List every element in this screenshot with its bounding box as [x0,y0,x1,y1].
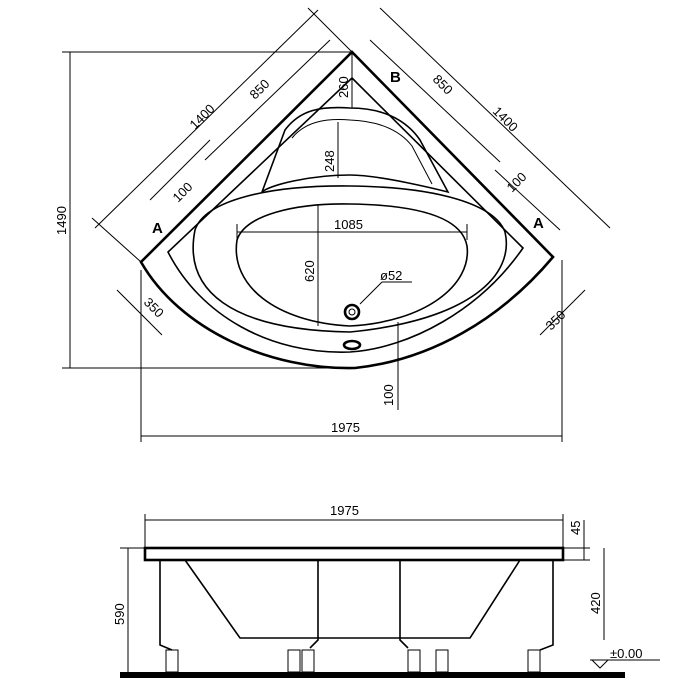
dim-right-850: 850 [430,72,456,98]
tub-leg-right-inner [399,560,409,649]
tub-rim [143,546,565,562]
dim-top-260: 260 [336,76,351,98]
tub-body [184,559,521,639]
dim-left-850: 850 [247,76,273,102]
dim-overall-1975: 1975 [331,420,360,435]
dim-rim-45: 45 [568,521,583,535]
dim-side-1975: 1975 [330,503,359,518]
section-mark-right-a: A [533,215,544,232]
dim-front-100: 100 [381,384,396,406]
tub-leg-left-inner [309,560,319,649]
dim-left-100: 100 [170,179,196,205]
floor-line [120,672,625,678]
dim-left-350: 350 [141,295,167,321]
section-mark-left-a: A [152,220,163,237]
section-mark-b: B [390,69,401,86]
side-view: 1975 45 420 590 ±0.00 [112,503,660,678]
dim-headrest-248: 248 [322,150,337,172]
basin-outer [192,185,508,333]
overflow-icon [342,339,362,351]
tub-leg-right [539,560,554,651]
dim-inner-420: 420 [588,592,603,614]
dim-overall-1490: 1490 [54,206,69,235]
dim-drain-52: ø52 [380,268,402,283]
dim-right-100: 100 [504,169,530,195]
tub-leg-left [159,560,173,651]
dim-basin-620: 620 [302,260,317,282]
tub-inner-rim [167,76,525,353]
tub-outer-contour [139,50,555,370]
dim-basin-1085: 1085 [334,217,363,232]
dim-left-1400: 1400 [187,101,218,132]
basin-inner [235,203,469,327]
headrest-contour [261,106,450,194]
dim-right-1400: 1400 [490,104,521,135]
plan-view: 1400 850 1400 850 100 100 260 248 1085 6… [54,7,611,442]
floor-level-label: ±0.00 [610,646,642,661]
dim-total-590: 590 [112,603,127,625]
drain-icon [343,303,361,321]
level-marker-icon [590,659,610,669]
